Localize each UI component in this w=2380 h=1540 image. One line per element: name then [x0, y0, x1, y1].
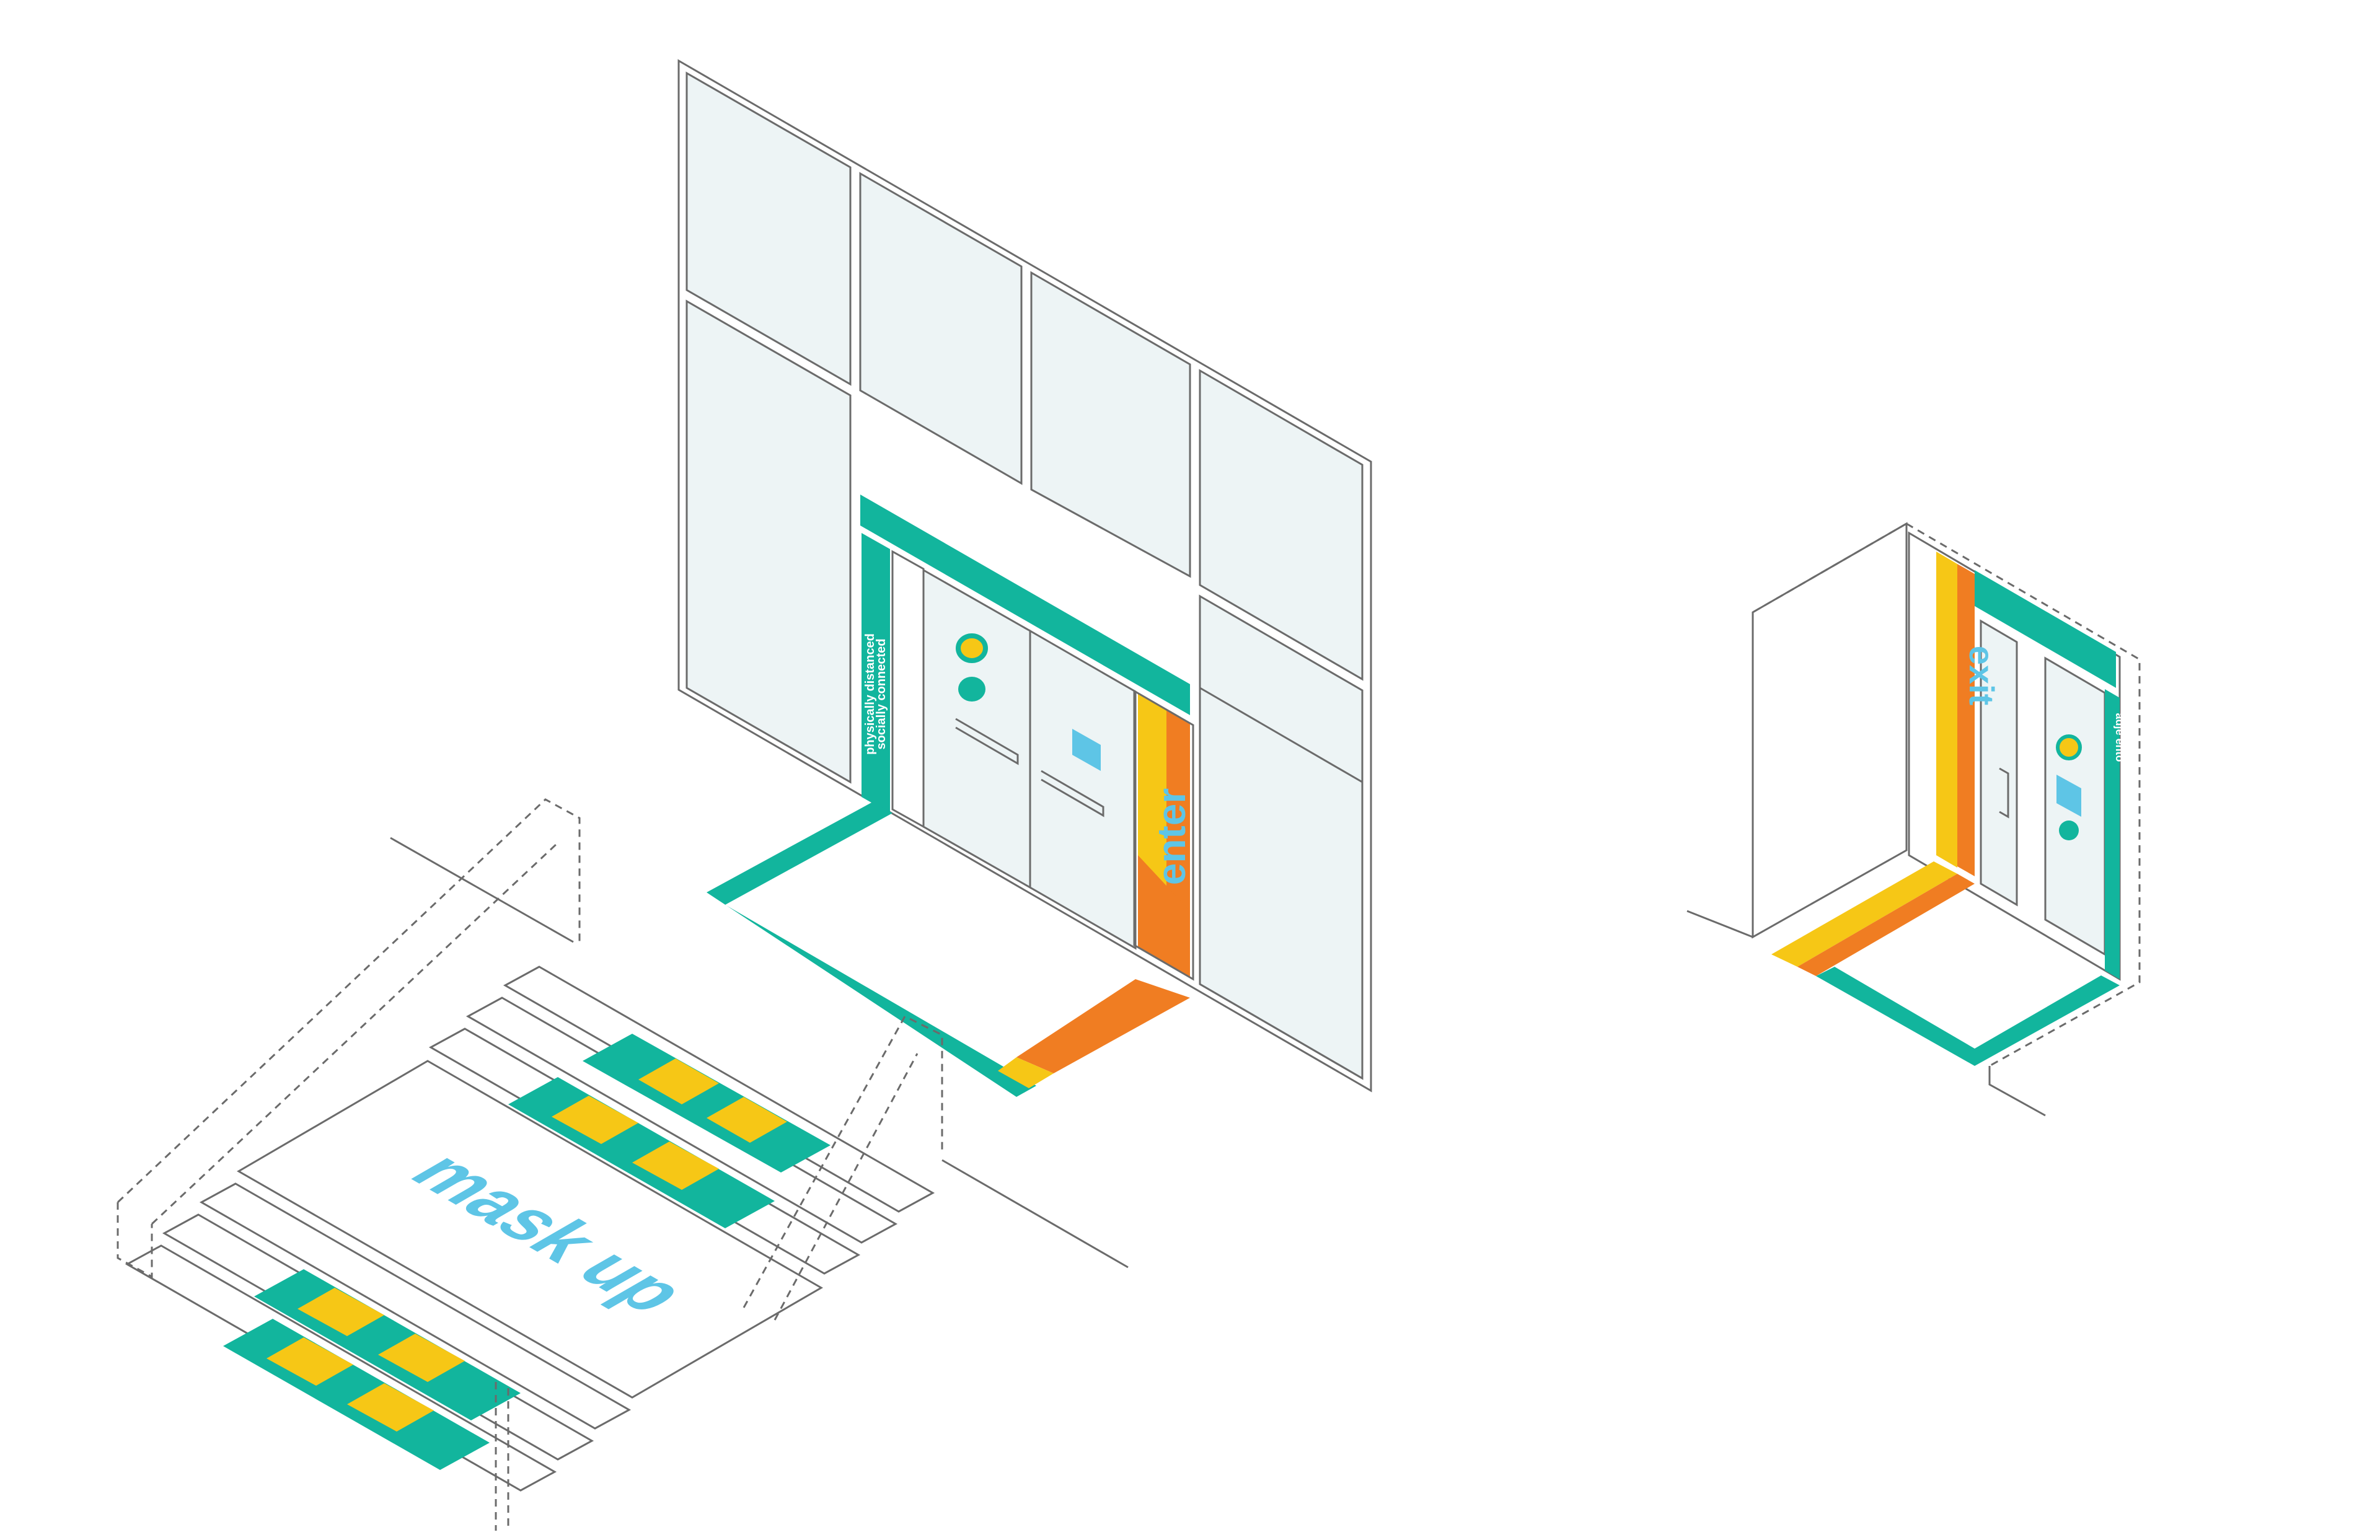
side-panel-left [862, 533, 890, 813]
exit-door-leaf [1980, 619, 2018, 907]
status-dot-icon [956, 633, 988, 663]
stair-stripe-upper [552, 1096, 638, 1144]
stair-stripe-upper [632, 1142, 719, 1190]
exit-header-band [1975, 570, 2116, 688]
status-dot-icon [2059, 821, 2079, 840]
floor-frame-orange [1016, 979, 1190, 1073]
facade-pane [1199, 369, 1364, 681]
entry-doorway: physically distanced socially connected … [860, 495, 1194, 981]
door-header-band [860, 495, 1190, 715]
exit-band-yellow [1936, 552, 1957, 868]
facade-pane [859, 172, 1023, 485]
enter-sign-text: enter [1149, 788, 1194, 886]
door-handle-icon [1041, 770, 1104, 817]
door-leaf-right [1029, 629, 1137, 950]
stair-stripe-lower [347, 1383, 434, 1432]
facade-pane [1030, 271, 1191, 578]
exit-band-orange [1957, 564, 1975, 876]
door-sign-icon [2056, 775, 2081, 817]
stair-stripe-lower [267, 1337, 353, 1386]
door-handle-icon [955, 718, 1019, 765]
stair-stripe-upper [583, 1034, 831, 1173]
facade-pane [685, 71, 852, 386]
glass-facade [677, 59, 1372, 1093]
stair-stripe-lower [378, 1334, 465, 1382]
stair-stripe-upper [707, 1097, 787, 1143]
door-sign-icon [1072, 729, 1101, 771]
exit-floor-orange [1797, 874, 1975, 976]
facade-pane [1199, 686, 1364, 1080]
floor-queue-frame [707, 802, 1190, 1097]
floor-frame-yellow [998, 1057, 1054, 1088]
enter-panel-chevron [1138, 855, 1190, 977]
status-dot-icon [2056, 734, 2082, 760]
exit-doorway: exit adje ento [1686, 522, 2141, 1117]
side-panel-text-line1: physically distanced [863, 633, 877, 755]
exit-side-panel [2105, 689, 2120, 979]
exit-floor-yellow [1771, 861, 1957, 967]
door-handle-icon [1999, 767, 2009, 819]
stair-rail-icon [117, 798, 581, 1203]
exit-side-panel-text: adje ento [2113, 713, 2126, 762]
side-panel-text-line2: socially connected [875, 639, 888, 750]
staircase: mask up [117, 798, 1129, 1531]
status-dot-icon [958, 677, 985, 702]
exit-sign-text: exit [1962, 646, 2001, 706]
exit-floor-teal [1816, 967, 2120, 1066]
stair-stripe-upper [638, 1058, 719, 1104]
facade-pane [685, 299, 852, 784]
stair-stripe-lower [298, 1288, 384, 1336]
